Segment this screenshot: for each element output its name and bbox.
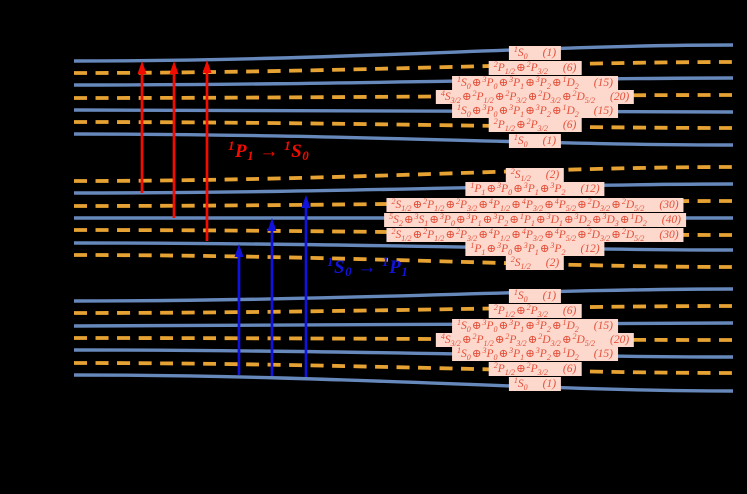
level-line-lower-manifold-2 [73,321,734,328]
level-line-lower-manifold-1 [73,304,734,315]
level-line-upper-manifold-5 [73,120,734,130]
blue-arrowhead-icon [234,244,244,257]
level-line-upper-manifold-3 [73,93,734,100]
red-arrowhead-icon [137,61,147,74]
level-line-upper-manifold-2 [73,76,734,87]
level-line-upper-manifold-1 [73,60,734,75]
level-line-upper-manifold-0 [73,43,734,63]
level-line-middle-manifold-6 [73,253,734,269]
level-line-middle-manifold-0 [73,165,734,183]
red-arrowhead-icon [169,61,179,74]
level-line-lower-manifold-0 [73,287,734,303]
blue-arrowhead-icon [267,218,277,231]
blue-arrowhead-icon [301,195,311,208]
red-arrowhead-icon [202,60,212,73]
level-line-middle-manifold-5 [73,241,734,252]
level-line-upper-manifold-4 [73,108,734,114]
level-line-middle-manifold-1 [73,182,734,195]
level-line-lower-manifold-6 [73,373,734,393]
level-line-middle-manifold-4 [73,228,734,237]
level-line-upper-manifold-6 [73,132,734,147]
level-line-lower-manifold-5 [73,361,734,375]
level-line-lower-manifold-4 [73,348,734,359]
level-line-lower-manifold-3 [73,336,734,342]
